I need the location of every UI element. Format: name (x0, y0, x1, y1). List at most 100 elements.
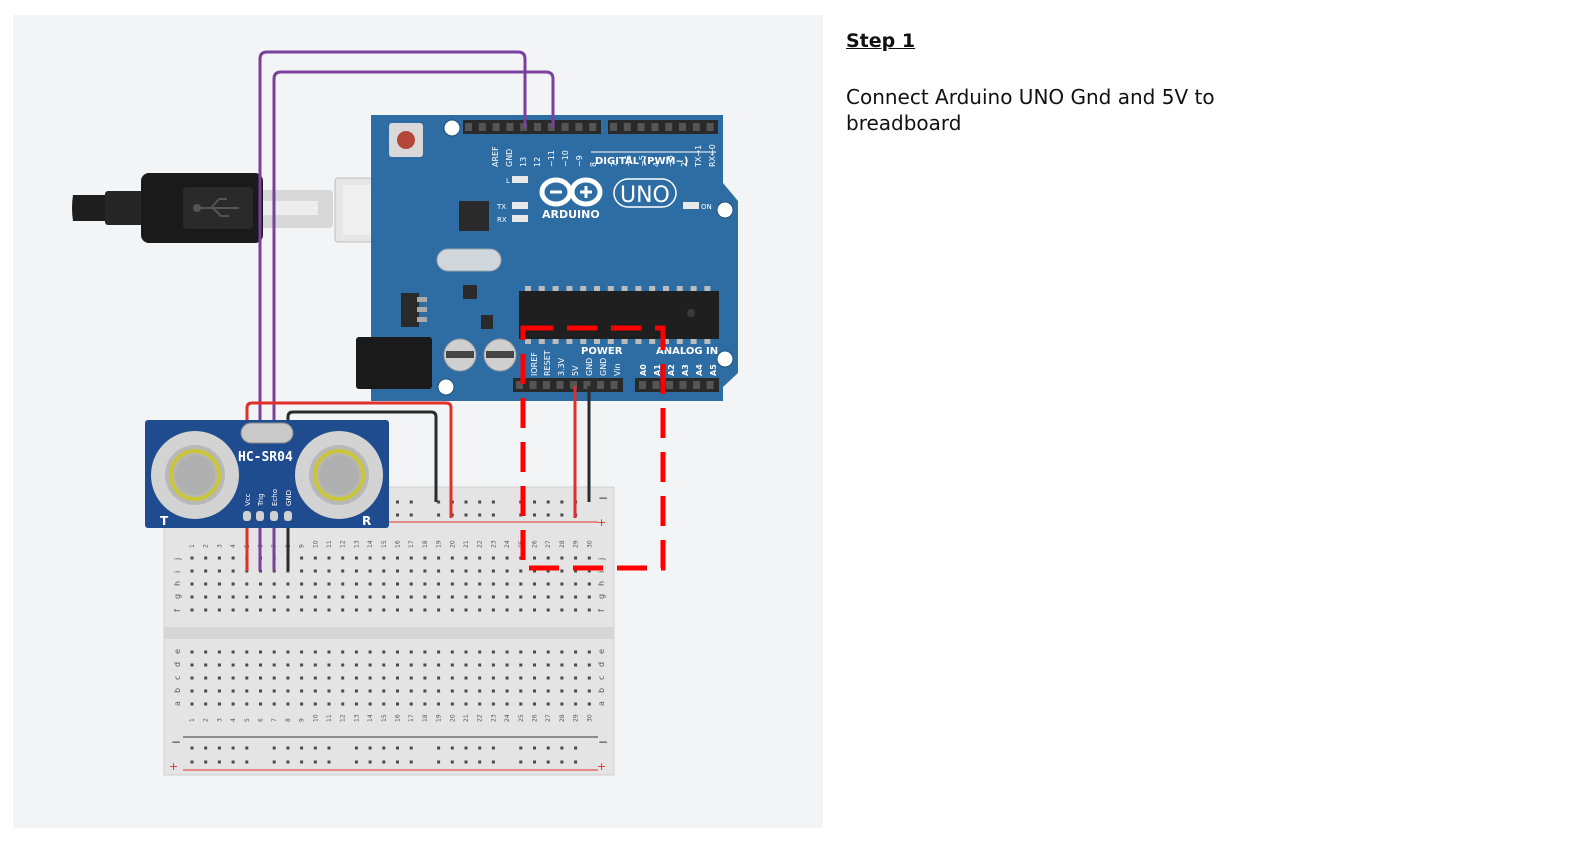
sensor-pin-label: Trig (257, 493, 265, 507)
bb-hole (272, 702, 276, 706)
bb-hole (533, 676, 536, 680)
bb-col-number: 24 (504, 714, 511, 722)
bb-hole (245, 702, 249, 706)
bb-hole (300, 676, 304, 680)
bb-hole (217, 689, 221, 693)
bb-hole (437, 500, 441, 504)
header-hole (666, 381, 673, 389)
bb-hole (437, 556, 441, 560)
bb-hole (382, 663, 386, 667)
bb-hole (286, 650, 290, 654)
bb-hole (204, 595, 208, 599)
bb-hole (560, 650, 564, 654)
bb-hole (368, 608, 372, 612)
bb-hole (409, 608, 413, 612)
header-hole (637, 123, 645, 131)
bb-hole (300, 663, 304, 667)
bb-hole (491, 760, 495, 764)
bb-minus-label-bottom-right: − (598, 735, 608, 749)
bb-hole (409, 556, 413, 560)
bb-hole (505, 582, 509, 586)
bb-hole (300, 650, 304, 654)
bb-hole (313, 582, 317, 586)
bb-hole (478, 513, 482, 517)
power-pin-label: Vin (613, 363, 622, 376)
bb-col-number: 9 (299, 544, 306, 548)
power-pin-label: 3.3V (557, 357, 566, 376)
bb-hole (368, 650, 372, 654)
bb-col-number: 28 (559, 714, 566, 722)
bb-hole (382, 760, 386, 764)
chip-pin (594, 339, 600, 344)
top-pin-label: GND (505, 149, 514, 167)
bb-hole (437, 760, 441, 764)
bb-hole (327, 569, 331, 573)
power-pin-label: IOREF (530, 352, 539, 376)
analog-pin-label: A3 (681, 364, 690, 376)
chip-pin (525, 339, 531, 344)
bb-hole (450, 746, 454, 750)
bb-hole (409, 702, 413, 706)
bb-hole (190, 746, 194, 750)
bb-hole (382, 702, 386, 706)
bb-hole (560, 556, 564, 560)
rx-led (512, 215, 528, 222)
bb-hole (546, 513, 550, 517)
top-pin-label: ~11 (547, 150, 556, 167)
bb-hole (505, 702, 509, 706)
bb-hole (574, 746, 578, 750)
bb-hole (217, 582, 221, 586)
bb-hole (313, 760, 317, 764)
bb-row-letter: i (597, 571, 606, 573)
top-pin-label: 8 (589, 162, 598, 167)
bb-hole (450, 569, 454, 573)
chip-pin (594, 286, 600, 291)
bb-hole (354, 702, 358, 706)
header-hole (651, 123, 659, 131)
bb-hole (327, 663, 331, 667)
sensor-r-label: R (362, 514, 371, 528)
bb-hole (382, 689, 386, 693)
top-pin-label: 12 (533, 157, 542, 167)
bb-hole (327, 746, 331, 750)
bb-hole (286, 702, 290, 706)
power-pin-label: RESET (543, 350, 552, 376)
sensor-model-label: HC-SR04 (238, 450, 293, 465)
header-hole (529, 381, 537, 389)
bb-hole (354, 746, 358, 750)
bb-hole (217, 595, 221, 599)
bb-hole (409, 569, 413, 573)
bb-col-number: 26 (532, 540, 539, 548)
bb-hole (327, 689, 331, 693)
bb-hole (313, 702, 317, 706)
bb-hole (204, 556, 208, 560)
bb-hole (574, 556, 578, 560)
bb-hole (272, 760, 276, 764)
bb-col-number: 15 (381, 540, 388, 548)
bb-hole (437, 595, 441, 599)
bb-hole (437, 582, 441, 586)
bb-hole (546, 500, 550, 504)
bb-hole (382, 595, 386, 599)
bb-hole (231, 608, 235, 612)
bb-hole (368, 702, 372, 706)
bb-hole (491, 608, 495, 612)
bb-hole (272, 608, 276, 612)
bb-hole (286, 663, 290, 667)
sensor-pin-label: Echo (271, 489, 279, 506)
bb-hole (587, 569, 591, 573)
bb-hole (478, 569, 482, 573)
bb-hole (217, 650, 221, 654)
bb-col-number: 26 (532, 714, 539, 722)
bb-col-number: 14 (367, 714, 374, 722)
header-hole (597, 381, 604, 389)
chip-pin (663, 339, 669, 344)
chip-pin (552, 339, 559, 344)
bb-hole (546, 582, 550, 586)
bb-plus-label-bottom: + (169, 760, 178, 773)
bb-hole (190, 689, 194, 693)
bb-col-number: 12 (340, 540, 347, 548)
bb-hole (409, 500, 413, 504)
bb-hole (546, 689, 550, 693)
